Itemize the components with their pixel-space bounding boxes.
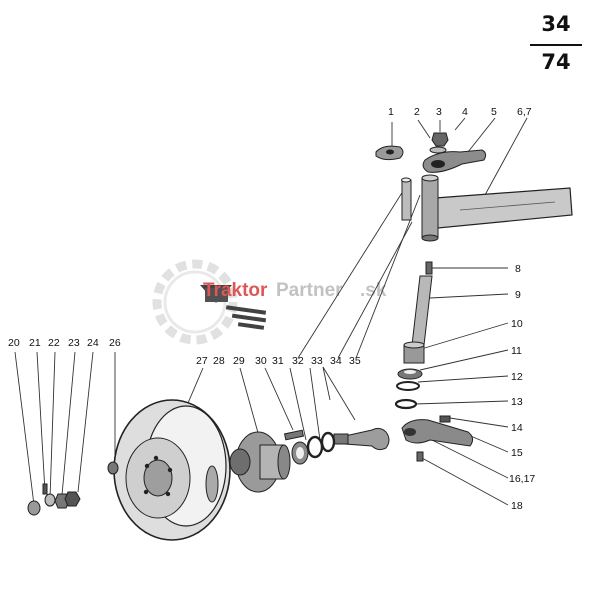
pin-part-8 — [425, 261, 433, 275]
part-label-29: 29 — [233, 355, 245, 367]
part-label-1: 1 — [388, 106, 394, 118]
steering-knuckle-part-33 — [333, 427, 390, 451]
hub-part-28 — [229, 431, 291, 493]
part-label-27: 27 — [196, 355, 208, 367]
wheel-nut-part-26 — [107, 461, 119, 475]
nut-part-24 — [64, 491, 81, 507]
part-label-24: 24 — [87, 337, 99, 349]
watermark-brand-grey: Partner — [276, 280, 343, 301]
sleeve-part-10 — [403, 341, 425, 364]
part-label-10: 10 — [511, 318, 523, 330]
page-number-bottom: 74 — [541, 50, 571, 74]
watermark-gear-icon — [152, 259, 267, 345]
part-label-4: 4 — [462, 106, 468, 118]
axle-beam-part-6-7 — [434, 187, 573, 229]
part-label-2: 2 — [414, 106, 420, 118]
ring-part-12 — [396, 381, 420, 391]
part-label-32: 32 — [292, 355, 304, 367]
bolt-part-29 — [283, 429, 305, 441]
part-label-26: 26 — [109, 337, 121, 349]
washer-part-2 — [429, 146, 447, 154]
wheel-rim-part-27 — [113, 399, 231, 541]
part-label-16-17: 16,17 — [509, 473, 535, 485]
bearing-part-11 — [397, 368, 423, 380]
part-label-6-7: 6,7 — [517, 106, 532, 118]
part-label-20: 20 — [8, 337, 20, 349]
watermark-logo: Traktor Partner .sk — [152, 259, 387, 345]
part-label-28: 28 — [213, 355, 225, 367]
part-label-5: 5 — [491, 106, 497, 118]
washer-part-22 — [44, 493, 56, 507]
part-label-22: 22 — [48, 337, 60, 349]
part-label-34: 34 — [330, 355, 342, 367]
part-labels: 1 2 3 4 5 6,7 8 9 10 11 12 13 14 15 16,1… — [8, 106, 535, 512]
part-label-18: 18 — [511, 500, 523, 512]
part-label-33: 33 — [311, 355, 323, 367]
bearing-part-30 — [291, 441, 309, 465]
part-label-14: 14 — [511, 422, 523, 434]
part-label-30: 30 — [255, 355, 267, 367]
watermark-brand-red: Traktor — [203, 280, 268, 301]
steering-arm-part-15 — [401, 419, 474, 447]
part-label-8: 8 — [515, 263, 521, 275]
hub-cap-part-20 — [27, 500, 41, 516]
part-label-15: 15 — [511, 447, 523, 459]
part-label-12: 12 — [511, 371, 523, 383]
seal-part-32 — [320, 431, 336, 453]
steering-arm-part-5 — [422, 149, 487, 173]
nut-part-3 — [431, 132, 449, 147]
page-number-divider — [530, 44, 582, 46]
part-label-11: 11 — [511, 345, 522, 357]
seal-part-13 — [394, 398, 418, 410]
grease-fitting-part-18 — [416, 451, 424, 462]
kingpin-shaft-part-9 — [411, 275, 433, 346]
part-label-21: 21 — [29, 337, 41, 349]
part-label-31: 31 — [272, 355, 284, 367]
part-label-23: 23 — [68, 337, 80, 349]
steering-lever-part-1 — [375, 145, 404, 161]
page-number-top: 34 — [541, 12, 571, 36]
part-label-3: 3 — [436, 106, 442, 118]
kingpin-upper-part-35 — [421, 174, 439, 242]
part-label-13: 13 — [511, 396, 523, 408]
ring-part-31 — [306, 435, 324, 459]
bolt-part-14 — [439, 415, 451, 423]
stud-part-21 — [42, 483, 48, 495]
part-label-35: 35 — [349, 355, 361, 367]
bushing-part-34 — [401, 177, 412, 221]
part-label-9: 9 — [515, 289, 521, 301]
